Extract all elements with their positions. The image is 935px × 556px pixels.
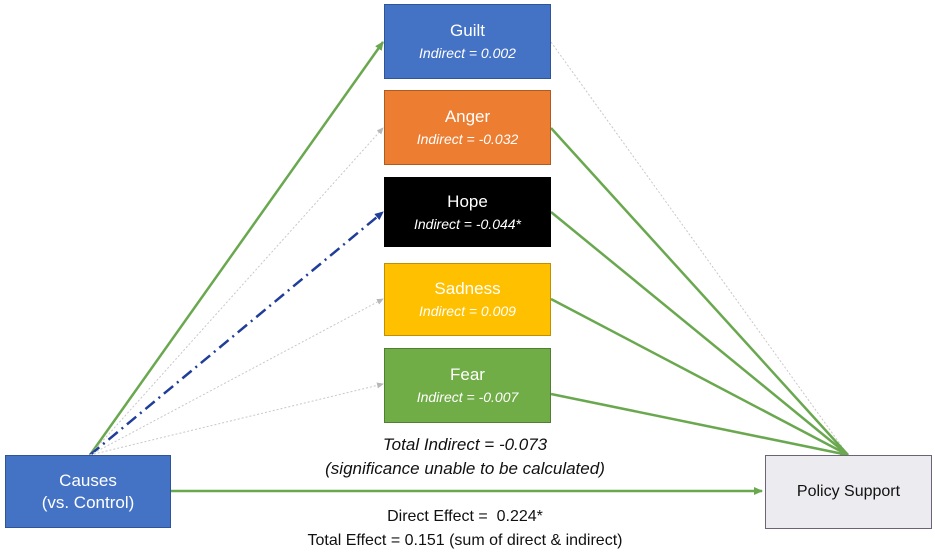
source-label-line1: Causes [59, 470, 117, 490]
path-hope-to-policy [550, 211, 849, 456]
path-causes-to-guilt [88, 41, 385, 456]
total-indirect-note: Total Indirect = -0.073 (significance un… [200, 433, 730, 481]
target-label: Policy Support [796, 483, 901, 500]
total-effect-value: Total Effect = 0.151 (sum of direct & in… [307, 532, 623, 549]
mediator-guilt-indirect: Indirect = 0.002 [419, 45, 516, 61]
path-causes-to-hope [89, 211, 384, 456]
path-causes-to-anger [89, 127, 384, 456]
mediator-fear-box: Fear Indirect = -0.007 [384, 348, 551, 423]
mediator-fear-name: Fear [450, 365, 485, 384]
mediator-anger-indirect: Indirect = -0.032 [416, 131, 519, 147]
mediator-anger-box: Anger Indirect = -0.032 [384, 90, 551, 165]
mediator-hope-indirect: Indirect = -0.044* [413, 215, 521, 232]
total-indirect-value: Total Indirect = -0.073 [382, 435, 548, 454]
path-fear-to-policy [550, 392, 849, 458]
target-box: Policy Support [765, 455, 932, 529]
source-box: Causes (vs. Control) [5, 455, 171, 528]
source-label-line2: (vs. Control) [41, 492, 135, 512]
mediator-guilt-name: Guilt [450, 21, 485, 40]
mediator-hope-name: Hope [447, 191, 488, 211]
mediator-hope-box: Hope Indirect = -0.044* [384, 177, 551, 247]
mediator-sadness-name: Sadness [434, 279, 501, 298]
path-causes-to-sadness [89, 298, 384, 456]
path-anger-to-policy [550, 127, 849, 456]
mediator-sadness-indirect: Indirect = 0.009 [419, 303, 516, 319]
path-sadness-to-policy [550, 297, 849, 457]
path-guilt-to-policy [550, 41, 849, 456]
direct-effect-note: Direct Effect = 0.224* Total Effect = 0.… [200, 505, 730, 553]
total-indirect-caveat: (significance unable to be calculated) [325, 459, 605, 478]
direct-effect-value: Direct Effect = 0.224* [387, 508, 543, 525]
mediator-sadness-box: Sadness Indirect = 0.009 [384, 263, 551, 336]
mediator-fear-indirect: Indirect = -0.007 [416, 389, 519, 405]
mediator-anger-name: Anger [444, 107, 491, 126]
mediator-guilt-box: Guilt Indirect = 0.002 [384, 4, 551, 79]
